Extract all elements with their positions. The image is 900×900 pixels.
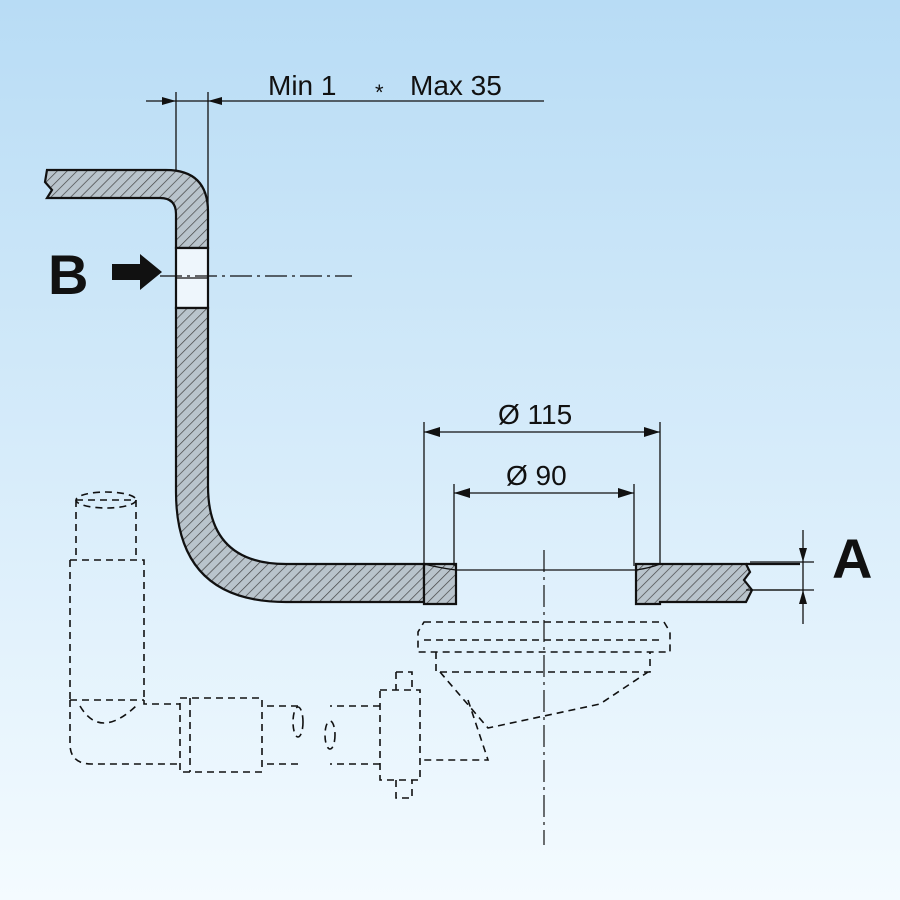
inner-arrowhead-left xyxy=(454,488,470,498)
min-label: Min 1 xyxy=(268,70,336,101)
sink-wall-lower xyxy=(174,306,426,604)
outlet-coupling xyxy=(379,689,421,781)
marker-b: B xyxy=(48,243,352,306)
inner-arrowhead-right xyxy=(618,488,634,498)
pipe-break-left xyxy=(292,706,304,738)
horizontal-pipe-right xyxy=(330,705,380,765)
marker-a: A xyxy=(750,527,872,624)
thickness-dimension: Min 1 * Max 35 xyxy=(146,70,544,248)
strainer-top xyxy=(417,621,671,653)
sink-wall-upper xyxy=(43,168,210,250)
trap-elbow-inner xyxy=(79,705,137,724)
pipe-sleeve xyxy=(179,697,263,773)
strainer-body xyxy=(435,652,651,673)
flange-left xyxy=(422,562,458,606)
separator-label: * xyxy=(375,80,384,105)
outer-arrowhead-left xyxy=(424,427,440,437)
arrowhead-right xyxy=(208,97,222,105)
max-label: Max 35 xyxy=(410,70,502,101)
horizontal-pipe-left xyxy=(262,705,298,765)
outer-diameter-label: Ø 115 xyxy=(498,399,572,430)
vertical-pipe-opening xyxy=(75,491,137,509)
coupling-nut-top xyxy=(395,671,413,690)
strainer-funnel xyxy=(439,671,649,729)
marker-b-label: B xyxy=(48,243,88,306)
coupling-nut-bottom xyxy=(395,780,413,799)
diameter-dimensions: Ø 115 Ø 90 xyxy=(423,399,661,566)
arrowhead-left xyxy=(162,97,176,105)
pipe-break-right xyxy=(324,720,336,750)
vertical-pipe xyxy=(69,559,145,700)
marker-a-arrow-top xyxy=(799,548,807,562)
drain-collar xyxy=(423,563,661,571)
outlet-elbow xyxy=(420,699,490,761)
sink-section xyxy=(43,168,800,606)
flange-right xyxy=(634,562,754,606)
trap-elbow xyxy=(69,699,180,765)
outer-arrowhead-right xyxy=(644,427,660,437)
marker-a-arrow-bottom xyxy=(799,590,807,604)
marker-b-arrow xyxy=(112,254,162,290)
inner-diameter-label: Ø 90 xyxy=(506,460,567,491)
marker-a-label: A xyxy=(832,527,872,590)
trap-assembly xyxy=(69,491,671,799)
